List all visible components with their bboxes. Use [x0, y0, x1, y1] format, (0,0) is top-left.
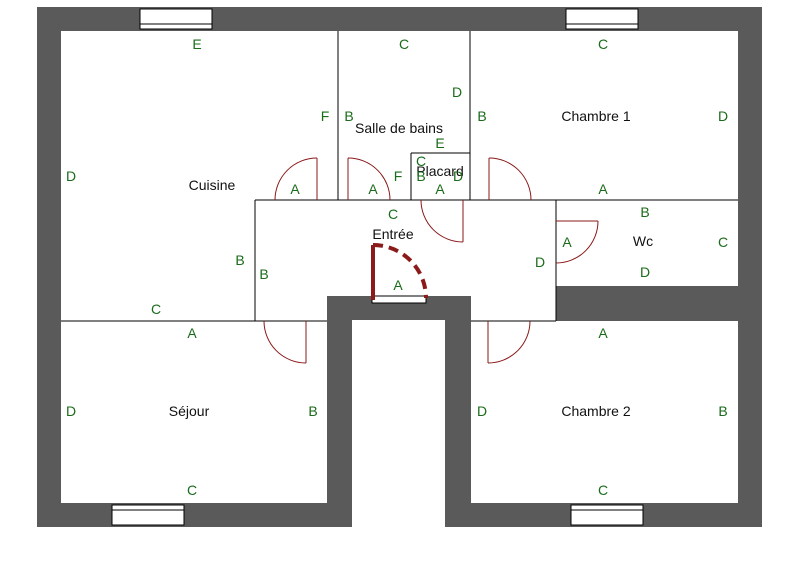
wall-label-cuisine-bottom: C: [151, 301, 161, 317]
wall-label-cuisine-inner-b: B: [235, 252, 244, 268]
wall-label-sdb-left: B: [344, 108, 353, 124]
room-label-wc: Wc: [633, 233, 653, 249]
door-label-cuisine: A: [290, 181, 300, 197]
door-sejour: [263, 320, 307, 364]
door-chambre-2: [487, 320, 531, 364]
window-top-right: [565, 8, 639, 30]
windows: [111, 8, 644, 526]
wall-label-sejour-bottom: C: [187, 482, 197, 498]
wall-label-sdb-top: C: [399, 36, 409, 52]
door-cuisine: [274, 157, 318, 201]
wall-label-sdb-bottom: F: [394, 168, 403, 184]
wall-label-entree-left: B: [259, 266, 268, 282]
wall-label-placard-d: D: [453, 168, 463, 184]
doors: [263, 157, 599, 364]
wall-label-wc-bottom: D: [640, 264, 650, 280]
wall-label-chambre2-top: A: [598, 325, 608, 341]
wall-label-chambre2-right: B: [718, 403, 727, 419]
wall-label-cuisine-top: E: [192, 36, 201, 52]
door-label-placard: A: [435, 181, 445, 197]
partitions: [61, 31, 738, 322]
door-label-wc: A: [562, 234, 572, 250]
wall-label-cuisine-left: D: [66, 168, 76, 184]
outer-wall-shape: [37, 7, 762, 527]
wall-labels: E D F B C C B D F E C B D C B D C B D B …: [66, 36, 728, 498]
door-labels: A A A A A A: [290, 181, 608, 293]
door-salle-de-bains: [347, 157, 391, 201]
door-label-sdb: A: [368, 181, 378, 197]
door-chambre-1: [488, 157, 532, 201]
wall-label-entree-top: C: [388, 206, 398, 222]
wall-label-placard-b: B: [416, 168, 425, 184]
wall-label-sdb-right: D: [452, 84, 462, 100]
room-label-cuisine: Cuisine: [189, 177, 236, 193]
door-wc: [555, 220, 599, 264]
wall-label-cuisine-right: F: [321, 108, 330, 124]
room-label-placard: Placard: [416, 163, 463, 179]
wall-label-chambre2-bottom: C: [598, 482, 608, 498]
window-bottom-left: [111, 504, 185, 526]
door-main-entrance: [371, 243, 428, 304]
room-label-chambre-2: Chambre 2: [561, 403, 630, 419]
wall-label-chambre2-left: D: [477, 403, 487, 419]
room-label-chambre-1: Chambre 1: [561, 108, 630, 124]
room-label-entree: Entrée: [372, 226, 413, 242]
window-top-left: [139, 8, 213, 30]
wall-label-chambre1-right: D: [718, 108, 728, 124]
outer-walls: [37, 7, 762, 527]
wall-label-placard-c: C: [416, 153, 426, 169]
window-bottom-right: [570, 504, 644, 526]
room-label-sejour: Séjour: [169, 403, 210, 419]
wall-label-sejour-top: A: [187, 325, 197, 341]
wall-label-wc-top: B: [640, 204, 649, 220]
door-label-main: A: [393, 277, 403, 293]
room-labels: Cuisine Salle de bains Placard Chambre 1…: [169, 108, 653, 419]
wall-label-chambre1-top: C: [598, 36, 608, 52]
wall-label-placard-top: E: [435, 135, 444, 151]
wall-label-sejour-left: D: [66, 403, 76, 419]
door-label-chambre1: A: [598, 181, 608, 197]
door-placard: [420, 199, 464, 243]
room-label-salle-de-bains: Salle de bains: [355, 120, 443, 136]
wall-label-entree-right: D: [535, 254, 545, 270]
wall-label-wc-right: C: [718, 234, 728, 250]
wall-label-sejour-right: B: [308, 403, 317, 419]
wall-label-chambre1-left: B: [477, 108, 486, 124]
